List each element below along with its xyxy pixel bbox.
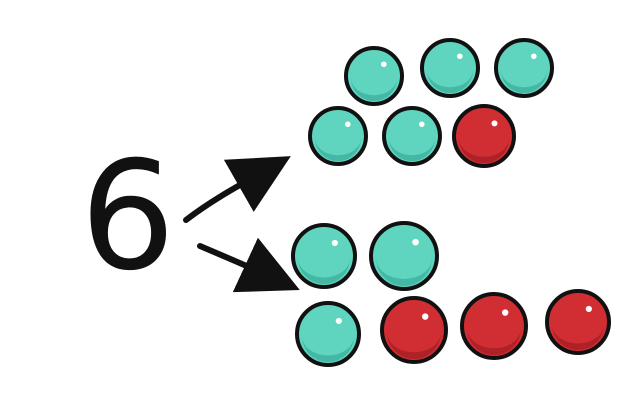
teal-ball-body (308, 106, 368, 166)
teal-ball-body (295, 301, 361, 367)
teal-ball-shade (501, 70, 547, 93)
teal-ball-shade (298, 258, 350, 284)
red-ball-shade (459, 138, 509, 163)
teal-ball-shade (389, 138, 435, 161)
red-ball-shade (552, 324, 604, 350)
teal-ball (382, 106, 442, 166)
teal-ball-body (369, 221, 439, 291)
teal-ball-shade (302, 336, 354, 362)
teal-ball-highlight (412, 238, 419, 246)
red-ball (452, 104, 516, 168)
red-ball-shade (467, 328, 521, 355)
bottom-group-balls (291, 221, 611, 367)
teal-ball-highlight (531, 53, 537, 60)
teal-ball-highlight (457, 53, 463, 60)
numeral-six: 6 (80, 130, 175, 304)
red-ball-highlight (422, 313, 429, 320)
teal-ball-highlight (331, 239, 338, 247)
teal-ball-body (382, 106, 442, 166)
teal-ball-body (291, 223, 357, 289)
teal-ball-body (494, 38, 554, 98)
teal-ball-highlight (335, 317, 342, 325)
teal-ball-body (420, 38, 480, 98)
teal-ball (308, 106, 368, 166)
red-ball-highlight (502, 309, 509, 316)
teal-ball (369, 221, 439, 291)
top-group-balls (308, 38, 554, 168)
teal-ball-shade (376, 258, 432, 286)
red-ball-shade (387, 332, 441, 359)
teal-ball (344, 46, 404, 106)
arrow-to-bottom-group (197, 237, 300, 293)
teal-ball-highlight (381, 61, 387, 68)
teal-ball-shade (427, 70, 473, 93)
arrow-to-top-group (183, 156, 291, 223)
teal-ball-shade (315, 138, 361, 161)
red-ball-body (545, 289, 611, 355)
red-ball-body (452, 104, 516, 168)
red-ball-body (380, 296, 448, 364)
teal-ball-shade (351, 78, 397, 101)
teal-ball-body (344, 46, 404, 106)
teal-ball (295, 301, 361, 367)
red-ball-highlight (491, 120, 498, 127)
teal-ball-highlight (419, 121, 425, 128)
red-ball (460, 292, 528, 360)
red-ball-body (460, 292, 528, 360)
teal-ball-highlight (345, 121, 351, 128)
teal-ball (291, 223, 357, 289)
teal-ball (494, 38, 554, 98)
arrows (183, 156, 300, 293)
red-ball-highlight (585, 305, 592, 313)
red-ball (545, 289, 611, 355)
red-ball (380, 296, 448, 364)
teal-ball (420, 38, 480, 98)
